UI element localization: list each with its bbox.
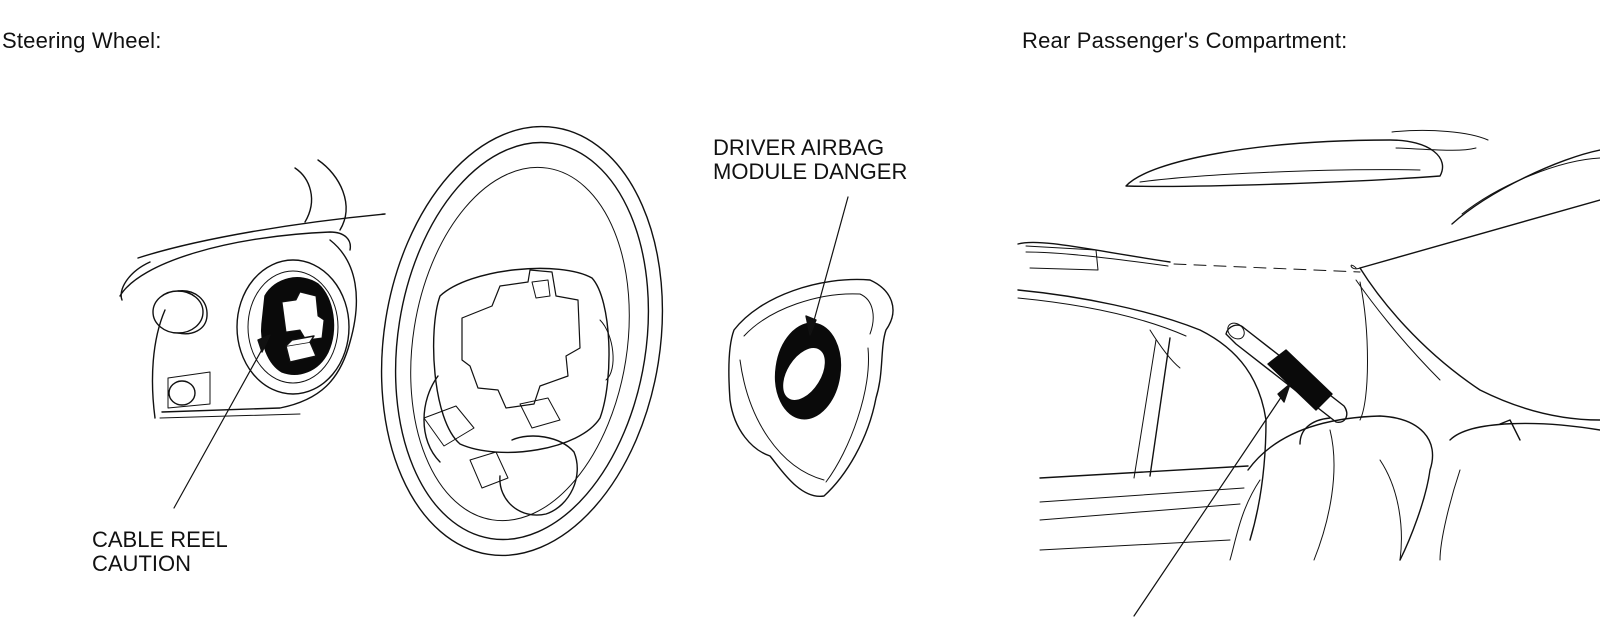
driver-airbag-danger-label: DRIVER AIRBAG MODULE DANGER [713,136,907,184]
cable-reel-label-line-1: CABLE REEL [92,527,228,552]
driver-airbag-module-illustration [729,197,893,496]
driver-airbag-label-line-1: DRIVER AIRBAG [713,135,885,160]
rear-compartment-title: Rear Passenger's Compartment: [1022,28,1348,53]
cable-reel-label-line-2: CAUTION [92,551,191,576]
driver-airbag-label-line-2: MODULE DANGER [713,159,908,184]
steering-wheel-illustration [352,106,692,576]
rear-compartment-illustration [1018,130,1600,616]
steering-column-illustration [120,160,385,508]
cable-reel-caution-label: CABLE REEL CAUTION [92,528,228,576]
steering-wheel-title: Steering Wheel: [2,28,162,53]
